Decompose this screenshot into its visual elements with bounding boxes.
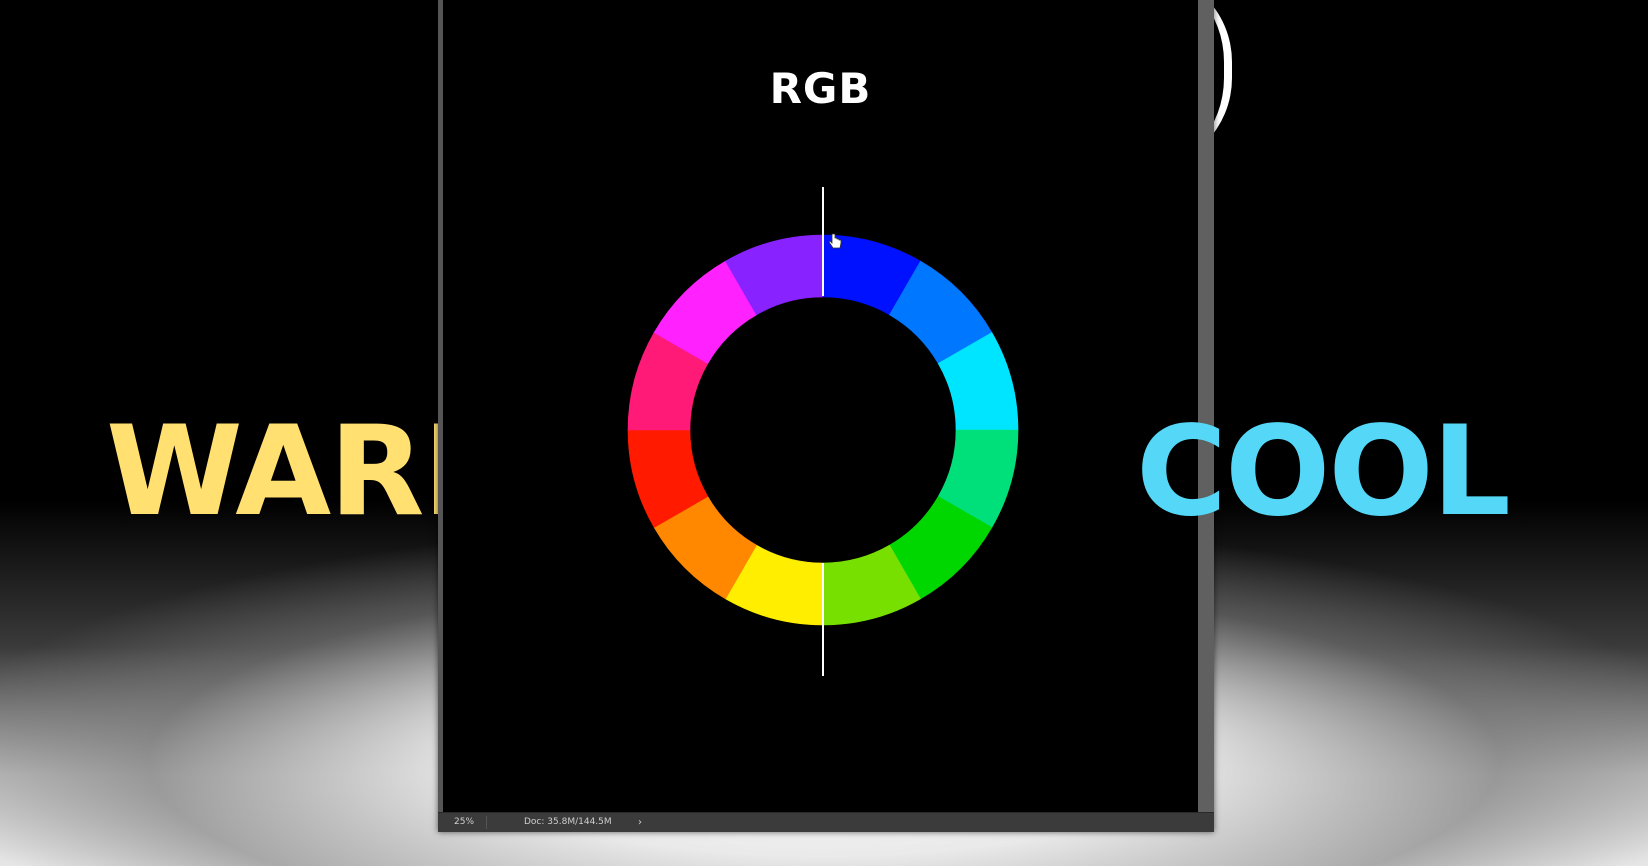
zoom-level[interactable]: 25% <box>454 817 475 827</box>
rgb-heading: RGB <box>769 64 872 113</box>
color-wheel[interactable] <box>627 234 1019 626</box>
status-divider <box>486 816 487 829</box>
hand-pointer-icon <box>828 233 842 249</box>
status-bar: 25% Doc: 35.8M/144.5M › <box>438 812 1214 832</box>
document-size-info: Doc: 35.8M/144.5M <box>524 817 612 827</box>
color-wheel-graphic[interactable] <box>443 0 1198 812</box>
document-canvas[interactable]: RGB <box>443 0 1198 812</box>
spotlight-arc <box>1140 0 1232 170</box>
document-window[interactable]: RGB 25% Doc: 35.8M/144.5M › <box>438 0 1214 832</box>
status-menu-arrow-icon[interactable]: › <box>638 817 642 828</box>
vertical-scrollbar[interactable] <box>1198 0 1214 812</box>
cool-label: COOL <box>1136 400 1511 544</box>
